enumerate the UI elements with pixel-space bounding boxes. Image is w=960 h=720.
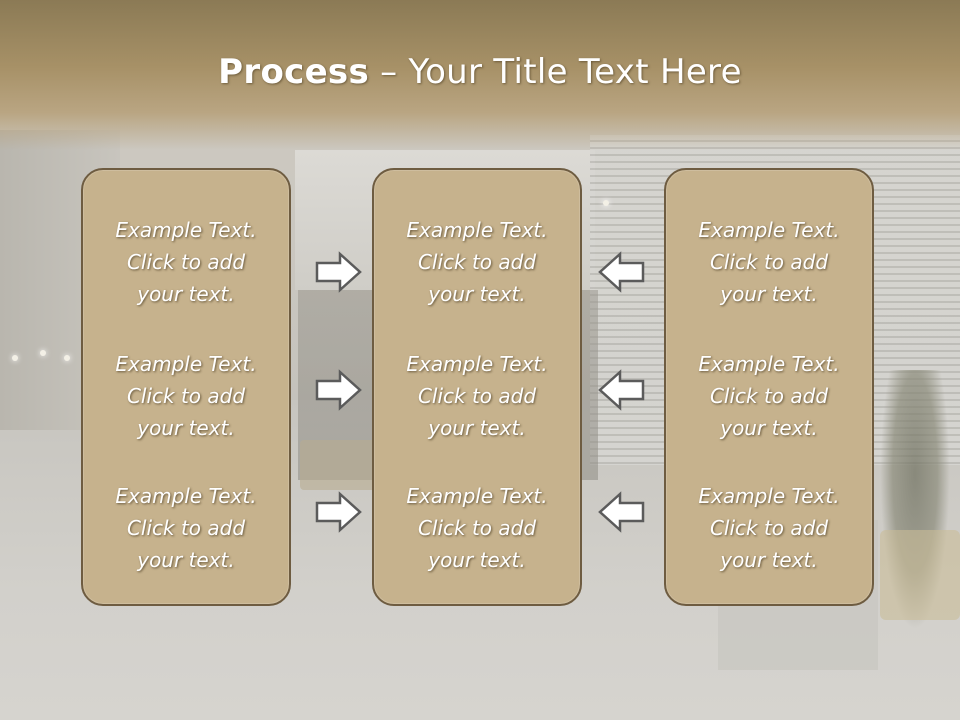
- chair: [880, 530, 960, 620]
- title-bold: Process: [218, 52, 370, 92]
- text-placeholder[interactable]: Example Text. Click to add your text.: [698, 218, 840, 306]
- text-placeholder[interactable]: Example Text. Click to add your text.: [698, 484, 840, 572]
- text-placeholder[interactable]: Example Text. Click to add your text.: [115, 352, 257, 440]
- lamp-light: [12, 355, 18, 361]
- arrow-right-icon: [314, 490, 364, 534]
- slide-title[interactable]: Process – Your Title Text Here: [0, 52, 960, 92]
- text-placeholder[interactable]: Example Text. Click to add your text.: [406, 352, 548, 440]
- arrow-right-icon: [314, 250, 364, 294]
- title-band: [0, 0, 960, 150]
- arrow-left-icon: [596, 368, 646, 412]
- lamp-light: [40, 350, 46, 356]
- lamp-light: [603, 200, 609, 206]
- process-column-1[interactable]: Example Text. Click to add your text. Ex…: [81, 168, 291, 606]
- process-column-2[interactable]: Example Text. Click to add your text. Ex…: [372, 168, 582, 606]
- arrow-right-icon: [314, 368, 364, 412]
- lamp-light: [64, 355, 70, 361]
- process-column-3[interactable]: Example Text. Click to add your text. Ex…: [664, 168, 874, 606]
- text-placeholder[interactable]: Example Text. Click to add your text.: [115, 218, 257, 306]
- text-placeholder[interactable]: Example Text. Click to add your text.: [406, 218, 548, 306]
- title-rest: – Your Title Text Here: [369, 52, 742, 92]
- text-placeholder[interactable]: Example Text. Click to add your text.: [698, 352, 840, 440]
- arrow-left-icon: [596, 490, 646, 534]
- arrow-left-icon: [596, 250, 646, 294]
- text-placeholder[interactable]: Example Text. Click to add your text.: [406, 484, 548, 572]
- text-placeholder[interactable]: Example Text. Click to add your text.: [115, 484, 257, 572]
